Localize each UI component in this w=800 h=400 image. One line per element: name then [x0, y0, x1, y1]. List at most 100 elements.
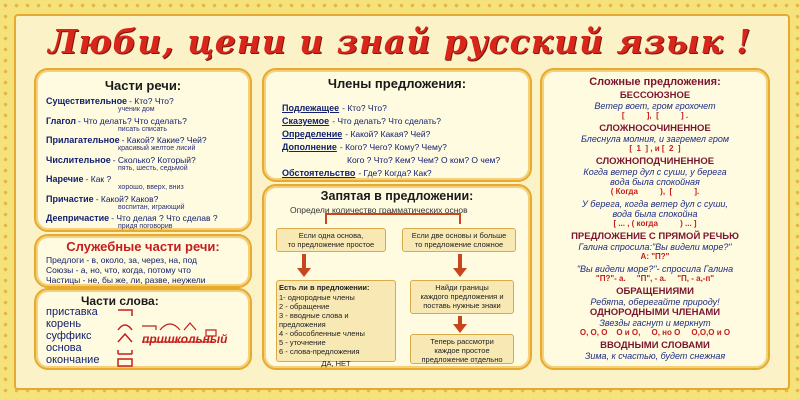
member-row: Определение- Какой? Какая? Чей? [282, 124, 430, 142]
pos-examples: придя поговорив [118, 223, 173, 230]
member-row: Обстоятельство- Где? Когда? Как? [282, 163, 432, 181]
pos-term: Существительное- Кто? Что? [46, 96, 174, 106]
word-parts-symbols [117, 309, 217, 367]
check-answer: ДА, НЕТ [321, 359, 351, 368]
member-question: - Кого? Чего? Кому? Чему? [339, 142, 447, 152]
pos-term-text: Прилагательное [46, 135, 120, 145]
word-part-root: корень [46, 318, 82, 330]
suffix-symbol [117, 332, 133, 343]
word-part-suffix: суффикс [46, 330, 92, 342]
pos-examples: писать списать [118, 125, 168, 133]
member-question: - Где? Когда? Как? [358, 168, 432, 178]
pos-term-text: Деепричастие [46, 213, 110, 223]
arrow-stem-left [302, 254, 306, 268]
word-parts-heading: Части слова: [81, 294, 159, 308]
member-row: Подлежащее- Кто? Что? [282, 98, 387, 116]
complex-example: Когда ветер дул с суши, у берега вода бы… [583, 167, 727, 187]
pos-term: Прилагательное- Какой? Какие? Чей? [46, 135, 207, 145]
word-parts-card: Части слова: приставка корень суффикс ос… [34, 288, 252, 370]
pos-term: Причастие- Какой? Каков? [46, 194, 158, 204]
service-parts-card: Служебные части речи: Предлоги - в, окол… [34, 234, 252, 288]
pos-question: - Как ? [85, 174, 112, 184]
comma-heading: Запятая в предложении: [320, 189, 474, 203]
complex-type-title: ОБРАЩЕНИЯМИ [616, 286, 694, 297]
arrow-stem-right [458, 254, 462, 268]
pos-term-text: Причастие [46, 193, 94, 204]
complex-type-title: СЛОЖНОСОЧИНЕННОЕ [599, 123, 711, 134]
service-line: Союзы - а, но, что, когда, потому что [46, 265, 191, 275]
complex-type-title: БЕССОЮЗНОЕ [619, 90, 691, 101]
check-item: 1- однородные члены [279, 293, 355, 302]
word-part-prefix: приставка [46, 306, 98, 318]
word-part-stem: основа [46, 342, 82, 354]
pos-question: - Что делая ? Что сделав ? [111, 213, 218, 223]
check-item: 5 - уточнение [279, 338, 326, 347]
member-row: Сказуемое- Что делать? Что сделать? [282, 111, 441, 129]
pos-term-text: Глагол [46, 115, 76, 126]
find-boundaries-box: Найди границы каждого предложения и пост… [410, 280, 514, 314]
check-item: 3 - вводные слова и предложения [279, 311, 349, 329]
member-question: Кого ? Что? Кем? Чем? О ком? О чем? [347, 155, 501, 165]
comma-card: Запятая в предложении: Определи количест… [262, 184, 532, 370]
member-term: Обстоятельство [282, 168, 356, 178]
complex-heading: Сложные предложения: [589, 76, 721, 88]
complex-scheme: [ ... , ( когда ) ... ] [613, 219, 697, 228]
member-term: Подлежащее [282, 103, 340, 113]
sentence-members-heading: Члены предложения: [327, 76, 467, 91]
arrow-mid [453, 324, 467, 333]
pos-term-text: Наречие [46, 174, 84, 184]
member-term: Дополнение [282, 142, 337, 152]
prefix-symbol [118, 309, 133, 316]
complex-example: Ветер воет, гром грохочет [594, 101, 716, 111]
member-row: Дополнение- Кого? Чего? Кому? Чему? [282, 137, 447, 155]
service-line: Предлоги - в, около, за, через, на, под [46, 255, 197, 265]
pos-term: Глагол- Что делать? Что сделать? [46, 116, 187, 126]
complex-scheme: А: "П?" [640, 252, 670, 261]
pos-term: Числительное- Сколько? Который? [46, 155, 196, 165]
arrow-stem-mid [458, 316, 462, 326]
member-term: Определение [282, 129, 343, 139]
pos-question: - Что делать? Что сделать? [78, 115, 187, 126]
pos-term-text: Существительное [46, 96, 128, 106]
examine-box: Теперь рассмотри каждое простое предложе… [410, 334, 514, 364]
complex-example: Зима, к счастью, будет снежная [584, 351, 726, 361]
complex-scheme: [ ], [ ] . [621, 111, 689, 120]
ending-symbol [117, 358, 133, 367]
word-part-ending: окончание [46, 354, 100, 366]
complex-example: Галина спросила:"Вы видели море?" [578, 242, 732, 252]
pos-term-text: Числительное [46, 154, 111, 165]
complex-example: У берега, когда ветер дул с суши, вода б… [582, 199, 728, 219]
complex-sentence-box: Если две основы и больше то предложение … [402, 228, 516, 252]
pos-question: - Сколько? Который? [112, 154, 196, 165]
example-marks [142, 322, 217, 343]
pos-question: - Какой? Какие? Чей? [121, 135, 207, 145]
check-title: Есть ли в предложении: [279, 283, 370, 292]
check-item: 4 - обособленные члены [279, 329, 365, 338]
pos-term: Наречие- Как ? [46, 174, 111, 184]
member-row: Кого ? Что? Кем? Чем? О ком? О чем? [344, 150, 500, 168]
simple-sentence-box: Если одна основа, то предложение простое [276, 228, 386, 252]
stem-symbol [117, 350, 133, 355]
sentence-members-card: Члены предложения: Подлежащее- Кто? Что?… [262, 68, 532, 182]
complex-example: "Вы видели море?"- спросила Галина [576, 264, 734, 274]
member-question: - Что делать? Что сделать? [332, 116, 442, 126]
poster-title: Люби, цени и знай русский язык ! [48, 22, 752, 61]
homogeneous-check-box: Есть ли в предложении: 1- однородные чле… [276, 280, 396, 368]
complex-type-title: ПРЕДЛОЖЕНИЕ С ПРЯМОЙ РЕЧЬЮ [571, 231, 739, 242]
pos-examples: хорошо, вверх, вниз [118, 184, 184, 191]
pos-question: - Какой? Каков? [95, 193, 159, 204]
complex-scheme: ( Когда ), [ ]. [610, 187, 700, 196]
pos-question: - Кто? Что? [129, 96, 174, 106]
pos-examples: пять, шесть, седьмой [118, 164, 188, 172]
member-question: - Какой? Какая? Чей? [345, 129, 431, 139]
word-example: пришкольный [142, 332, 228, 346]
comma-subheading: Определи количество грамматических основ [290, 205, 468, 215]
pos-examples: красивый желтое лисий [118, 145, 196, 152]
complex-type-title: ОДНОРОДНЫМИ ЧЛЕНАМИ [589, 307, 721, 318]
complex-example: Блеснула молния, и загремел гром [580, 134, 730, 144]
check-item: 6 - слова-предложения [279, 347, 360, 356]
complex-scheme: О, О, О О и О, О, но О О,О,О и О [579, 328, 731, 337]
